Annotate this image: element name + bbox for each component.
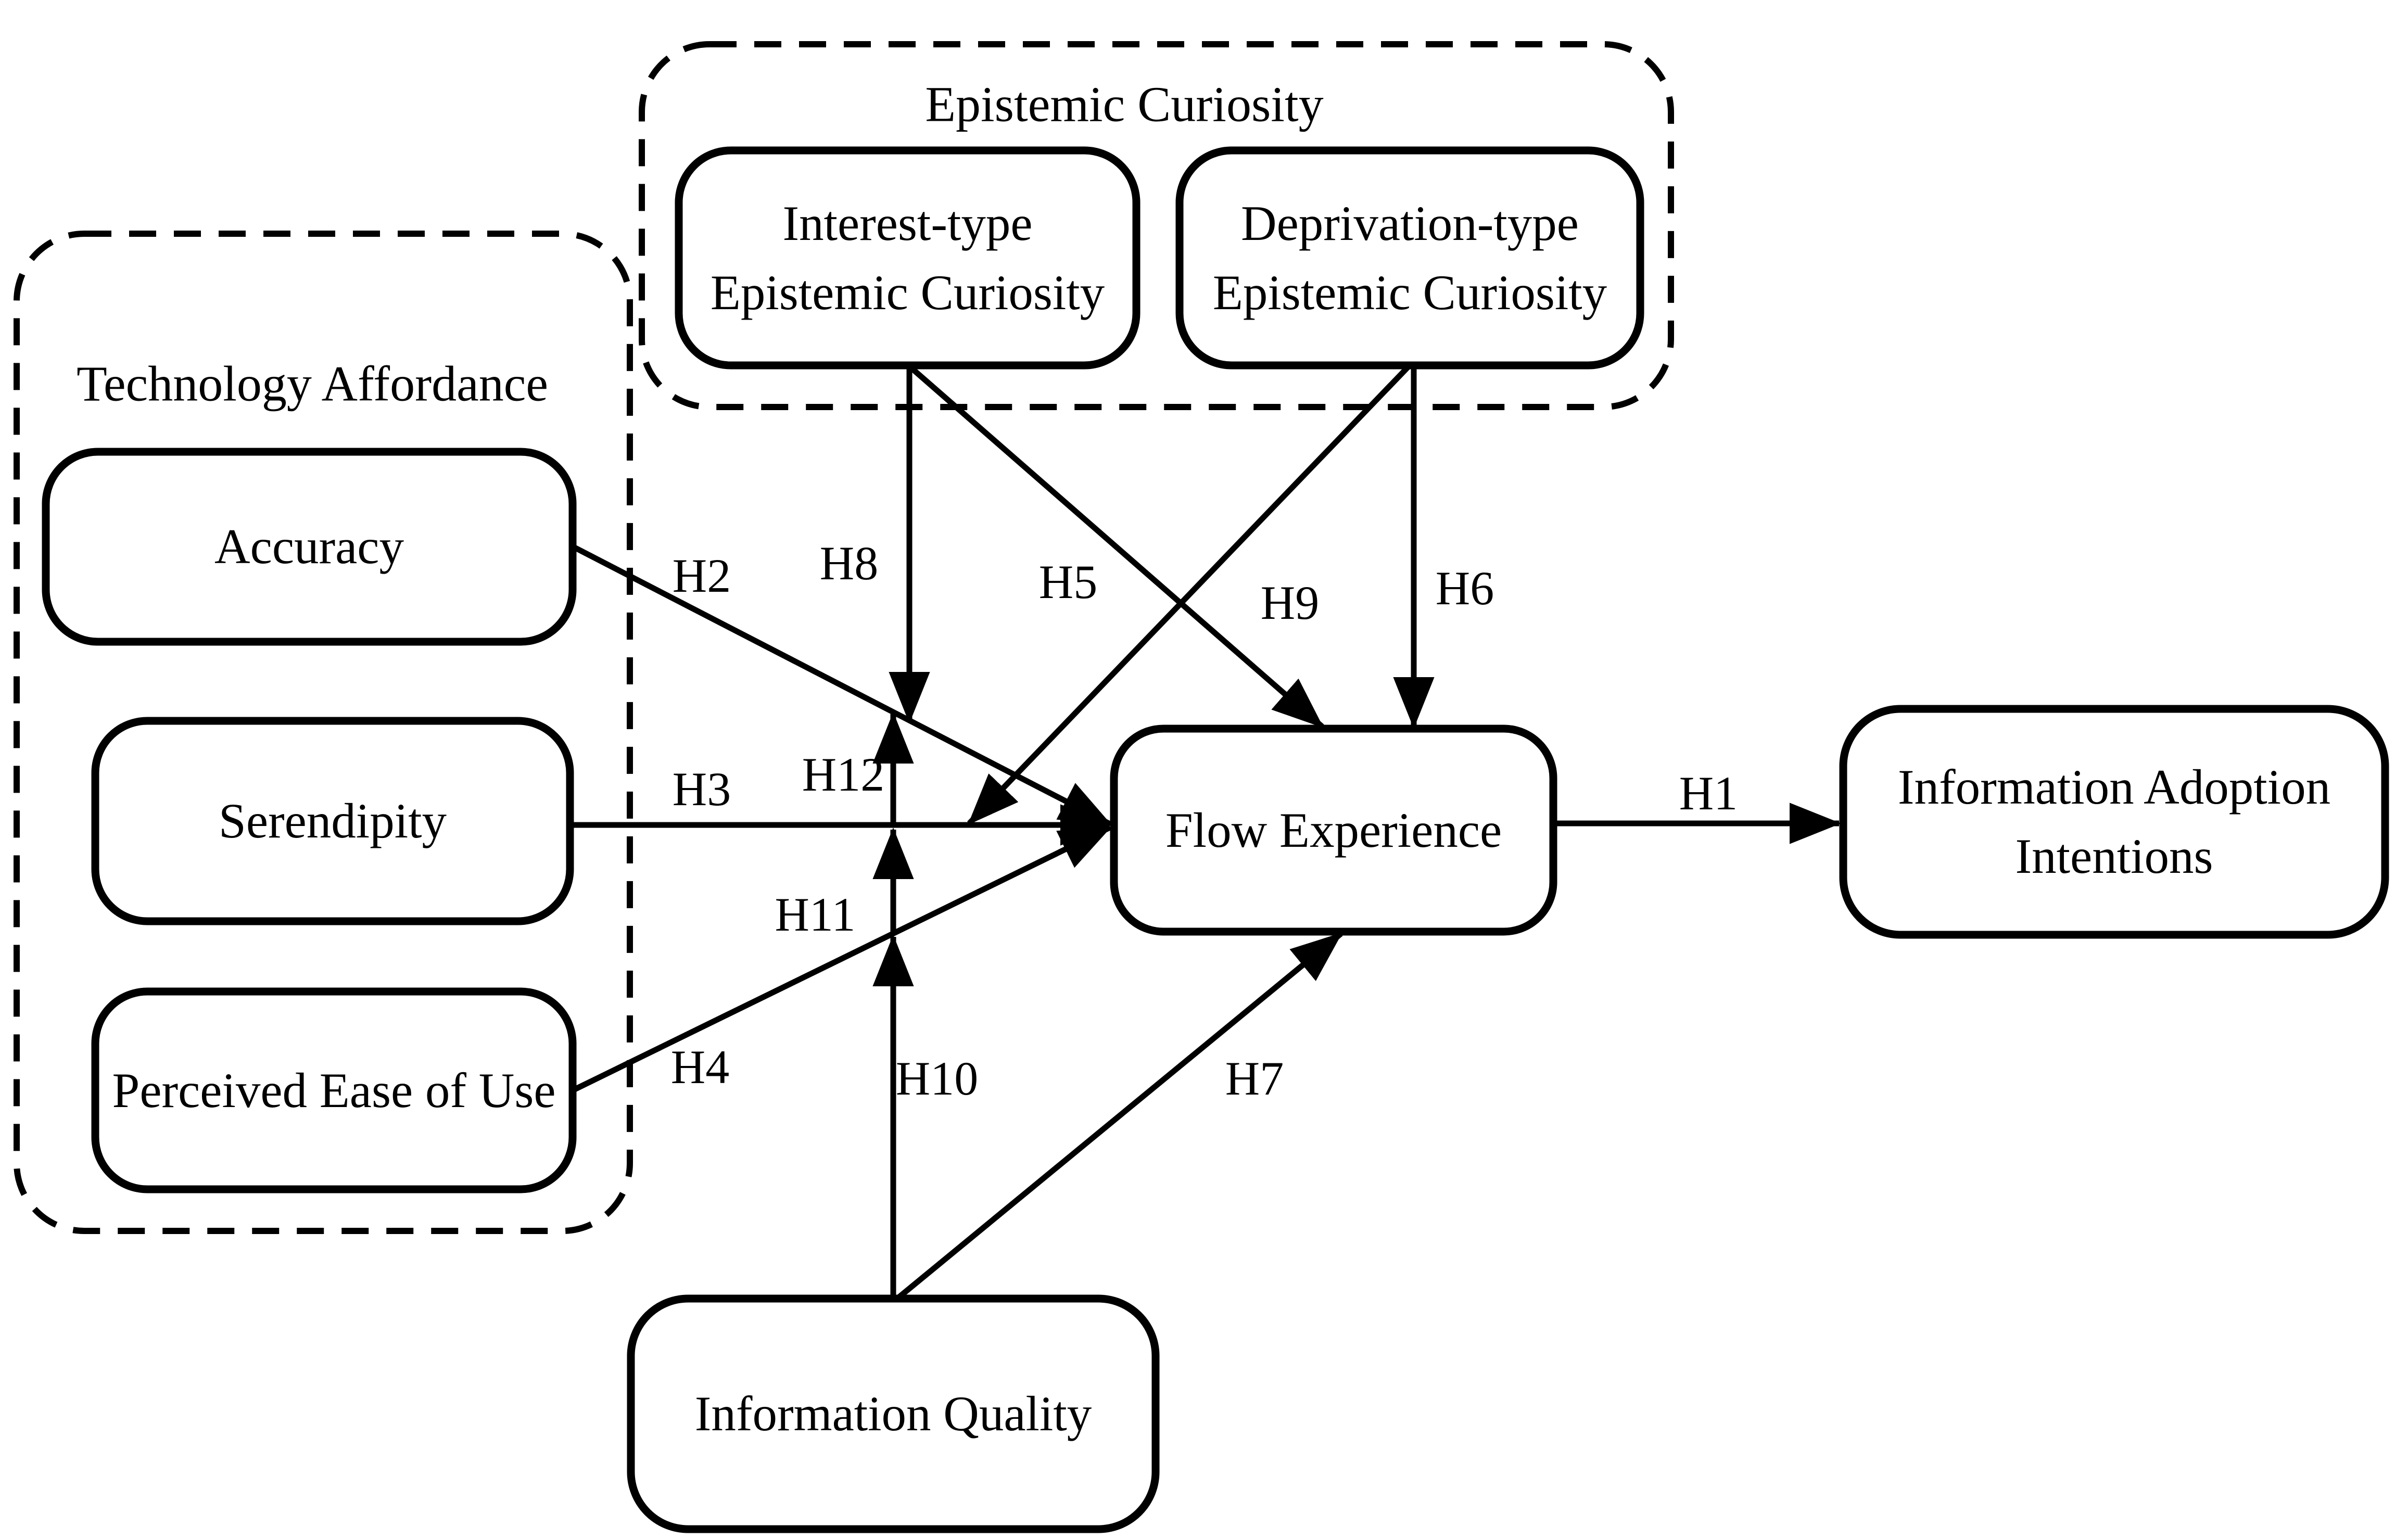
edge-H6-label: H6 (1435, 562, 1494, 615)
node-flow-experience-box (1110, 724, 1557, 936)
edge-H4-line (571, 825, 1112, 1093)
edge-H7-line (896, 931, 1343, 1300)
node-flow-experience-label: Flow Experience (1114, 729, 1553, 932)
node-deprivation-type-ec-box (1175, 146, 1644, 370)
node-accuracy-text: Accuracy (214, 519, 404, 574)
node-perceived-ease-of-use-text: Perceived Ease of Use (112, 1062, 556, 1118)
node-deprivation-type-ec-line1: Deprivation-type (1241, 195, 1579, 251)
group-technology-affordance-box (14, 231, 633, 1234)
edge-H3-label: H3 (672, 762, 731, 816)
node-deprivation-type-ec-line2: Epistemic Curiosity (1212, 264, 1607, 320)
node-information-adoption-intentions-line2: Intentions (2015, 829, 2213, 884)
node-information-adoption-intentions-label: Information Adoption Intentions (1843, 709, 2385, 935)
node-information-quality-text: Information Quality (694, 1386, 1092, 1441)
node-information-adoption-intentions-box (1839, 705, 2389, 939)
edge-H9-line (967, 363, 1412, 825)
node-deprivation-type-ec-label: Deprivation-type Epistemic Curiosity (1180, 150, 1640, 365)
node-interest-type-ec-line2: Epistemic Curiosity (710, 264, 1105, 320)
edge-H2-label: H2 (672, 549, 731, 602)
edge-H2-line (571, 544, 1112, 827)
node-information-quality-label: Information Quality (631, 1299, 1156, 1529)
edge-H10-label: H10 (895, 1052, 979, 1105)
node-accuracy-label: Accuracy (46, 452, 573, 642)
edge-H7-label: H7 (1225, 1052, 1284, 1105)
edge-H9-label: H9 (1260, 576, 1320, 629)
edge-H5-line (906, 363, 1324, 729)
group-epistemic-curiosity-title: Epistemic Curiosity (925, 76, 1324, 132)
node-interest-type-ec-label: Interest-type Epistemic Curiosity (679, 150, 1136, 365)
group-technology-affordance-title: Technology Affordance (77, 355, 548, 412)
node-serendipity-text: Serendipity (219, 793, 447, 848)
node-serendipity-label: Serendipity (95, 721, 570, 921)
edge-H8-label: H8 (819, 537, 879, 590)
node-serendipity-box (91, 717, 574, 925)
edge-H1-label: H1 (1679, 767, 1738, 820)
node-information-adoption-intentions-line1: Information Adoption (1897, 759, 2331, 815)
edge-H12-label: H12 (802, 748, 885, 801)
node-perceived-ease-of-use-label: Perceived Ease of Use (95, 992, 573, 1189)
edge-H4-label: H4 (670, 1040, 730, 1094)
node-interest-type-ec-line1: Interest-type (782, 195, 1033, 251)
edge-H11-label: H11 (775, 888, 856, 941)
node-flow-experience-text: Flow Experience (1165, 802, 1502, 858)
edge-H5-label: H5 (1038, 555, 1098, 608)
node-information-quality-box (627, 1294, 1160, 1533)
